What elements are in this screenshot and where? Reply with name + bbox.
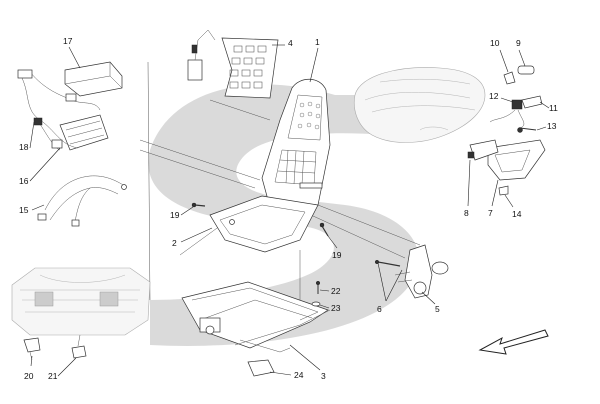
callout-6: 6 — [377, 304, 382, 314]
clip-14 — [498, 185, 509, 196]
callout-17: 17 — [63, 36, 73, 46]
seat-back-frame — [261, 78, 331, 206]
leader-lines — [29, 44, 550, 377]
switch-unit — [467, 139, 499, 161]
harness-12 — [489, 99, 525, 133]
callout-22: 22 — [331, 286, 341, 296]
guide-lines — [139, 61, 421, 325]
seat-base-ghost — [11, 267, 151, 336]
bolt-19-right — [319, 222, 329, 237]
callout-10: 10 — [490, 38, 500, 48]
seat-cushion-ghost — [353, 67, 486, 143]
callout-2: 2 — [172, 238, 177, 248]
callout-5: 5 — [435, 304, 440, 314]
control-module-16 — [59, 114, 109, 151]
side-cover — [487, 139, 546, 181]
callout-15: 15 — [19, 205, 29, 215]
callout-labels: 1 2 3 4 5 6 7 8 9 10 11 12 13 14 15 16 1… — [19, 36, 558, 381]
actuator-4 — [187, 29, 279, 99]
callout-19-right: 19 — [332, 250, 342, 260]
arrow-down-left-icon — [478, 329, 549, 355]
seat-rail-mechanism — [181, 281, 331, 353]
callout-12: 12 — [489, 91, 499, 101]
callout-23: 23 — [331, 303, 341, 313]
knob-9 — [517, 65, 535, 75]
callout-24: 24 — [294, 370, 304, 380]
callout-1: 1 — [315, 37, 320, 47]
callout-7: 7 — [488, 208, 493, 218]
callout-4: 4 — [288, 38, 293, 48]
cable-15 — [37, 175, 127, 227]
callout-13: 13 — [547, 121, 557, 131]
bolt-19-left — [191, 202, 206, 208]
callout-3: 3 — [321, 371, 326, 381]
bracket-21 — [71, 334, 87, 359]
seat-pan-frame — [209, 195, 319, 253]
connector-11 — [521, 95, 543, 109]
callout-20: 20 — [24, 371, 34, 381]
callout-9: 9 — [516, 38, 521, 48]
callout-21: 21 — [48, 371, 58, 381]
trim-24 — [247, 359, 275, 377]
callout-8: 8 — [464, 208, 469, 218]
cap-10 — [503, 71, 516, 85]
bolt-6 — [374, 259, 401, 267]
screw-13 — [519, 127, 537, 131]
callout-11: 11 — [549, 103, 558, 113]
callout-18: 18 — [19, 142, 29, 152]
fastener-22 — [315, 280, 321, 294]
wiring-harness-18 — [17, 69, 101, 151]
ecu-17 — [64, 61, 123, 97]
callout-16: 16 — [19, 176, 29, 186]
callout-14: 14 — [512, 209, 522, 219]
callout-19-left: 19 — [170, 210, 180, 220]
fastener-23 — [311, 301, 321, 307]
seat-motor — [394, 244, 449, 299]
